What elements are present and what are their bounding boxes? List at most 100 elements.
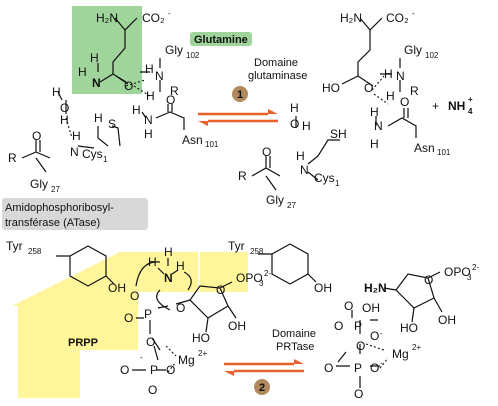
gly102-l-h: H [145,62,154,76]
gly27-r-bonds [251,156,281,191]
pra-p1: P [354,319,362,333]
gln-l-sidechain [112,30,126,74]
cys-l-s: S [108,117,116,131]
gln-l-h-amide: H [90,51,99,65]
asn101-l-asn: Asn [182,133,203,147]
pra-o-coord: O [370,329,379,343]
gly27-l-o: O [32,129,41,143]
prpp-p1: P [144,307,152,321]
step1-badge [232,86,248,102]
domaine-glutaminase-line2: glutaminase [248,70,307,82]
gly102-l-gly: Gly [165,43,183,57]
cys-l-bonds [97,125,121,147]
prpp-opo3: OPO [236,271,263,285]
gly27-r-sub: 27 [287,201,296,210]
cys-r-n: N [300,163,309,177]
phosphate-l-bonds [136,305,169,351]
water-l-h2-text: H [60,113,69,127]
cys-l-cys: Cys [82,147,103,161]
asn101-r-o: O [400,95,409,109]
nh3-bonds [157,258,179,275]
domaine-prtase-line2: PRTase [276,341,314,353]
gly27-r-r: R [238,169,247,183]
hb-l-1 [125,79,146,87]
glu-r-c-oh [341,75,359,85]
prpp-opo3-charge: 2- [264,269,271,278]
tyr258-l-sub: 258 [28,247,42,256]
gly102-r-n: N [396,69,405,83]
tyr258-l-tyr: Tyr [6,239,23,253]
water-r-h1: H [290,101,299,115]
prpp-complex-left [56,243,317,373]
hb-l-2 [133,85,151,97]
glutamine-label: Glutamine [194,34,248,46]
glutamine-label-box [190,32,252,46]
gly27-l-r: R [8,151,17,165]
gln-l-o: O [124,79,133,93]
step1-number: 1 [237,89,243,101]
tyr258-r-oh: OH [314,281,332,295]
gly102-r-h2: H [386,89,395,103]
leaving-arrow [183,271,192,291]
gly27-l-bonds [21,140,51,159]
asn101-l-n: N [144,113,153,127]
prpp-p2-o2: O [148,383,157,397]
glu-r-sidechain [357,30,371,76]
ribose-l-o: O [216,283,225,297]
ribose-l-ho: HO [192,331,210,345]
domaine-glutaminase-line1: Domaine [254,57,298,69]
mg-r-coord [365,343,389,369]
mg-r: Mg [392,347,409,361]
step2-number: 2 [259,382,265,394]
pra-p2-minus: - [380,359,383,368]
glutamate-complex-right [251,17,417,191]
electron-arrow-3 [135,261,161,287]
phosphate-r-bonds2 [336,365,380,388]
asn101-l-h1: H [132,103,141,117]
cys-l-sub: 1 [103,155,108,164]
water-l-h1 [57,91,63,101]
gly102-r-bonds [380,58,401,92]
eq2-top-head [294,359,304,364]
plus-sign: + [432,99,439,113]
pra-bridge-o: O [356,339,365,353]
nh3-h3: H [176,259,185,273]
hb-l-3 [65,117,73,139]
pra-h2n: H₂N [364,281,387,295]
pra-right-text: H₂N OPO 3 2- O HO OH O OH P O O O - P O … [324,263,479,401]
eq1-bottom-head [198,121,208,126]
asn101-r-bonds [375,108,417,138]
ribose-l-ring [189,285,229,319]
glu-r-ho: HO [322,81,340,95]
ammonium-sub: 4 [468,107,473,116]
prpp-label-box [64,335,102,349]
prpp-highlight [12,252,198,398]
glutamine-left-text: H₂N CO₂ - H H N O H N Gly 102 R H H O H … [8,9,219,194]
gly102-l-n: N [155,69,164,83]
tyr-l-subst [56,255,115,285]
asn101-r-sub: 101 [437,148,451,157]
gln-l-h2n: H₂N [96,11,118,25]
atase-label-box [2,198,148,230]
gly27-r-gly: Gly [266,193,284,207]
glutamine-complex-left [21,17,185,173]
phosphate-l-bonds2 [132,345,166,371]
cys-l-h-n: H [72,129,81,143]
ribose-l-subst [175,281,237,333]
pra-p1-o-top: O [344,299,353,313]
gly27-l-gly: Gly [30,177,48,191]
asn101-l-o: O [166,93,175,107]
tyr-r-subst [258,253,317,283]
cys-l-h: H [94,111,103,125]
prpp-p2-o3: O [166,363,175,377]
tyr258-l-oh: OH [108,281,126,295]
glu-r-o: O [364,81,373,95]
prpp-p1-o2: O [130,289,139,303]
hb-r-2 [373,93,389,105]
asn101-r-h2: H [370,137,379,151]
pra-p1-o-left: O [334,319,343,333]
pra-o-coord-minus: - [380,329,383,338]
step2-badge [254,379,270,395]
cys-r-sub: 1 [335,179,340,188]
